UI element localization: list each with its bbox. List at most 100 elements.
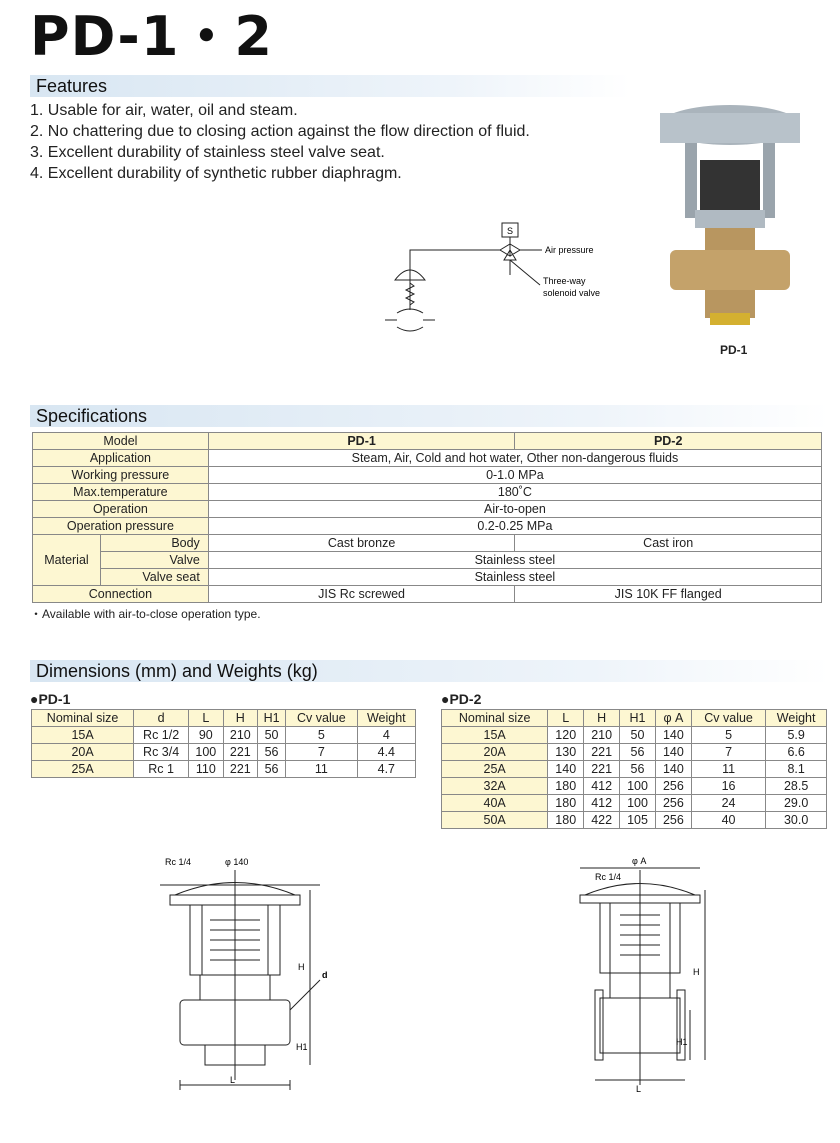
column-header: Cv value bbox=[690, 709, 767, 727]
cell: Stainless steel bbox=[207, 551, 823, 569]
cell: 130 bbox=[547, 743, 585, 761]
column-header: L bbox=[188, 709, 224, 727]
cell: 0.2-0.25 MPa bbox=[207, 517, 823, 535]
cell: 29.0 bbox=[765, 794, 827, 812]
cell: Air-to-open bbox=[207, 500, 823, 518]
cell: 100 bbox=[619, 794, 656, 812]
cell: 50 bbox=[257, 726, 287, 744]
control-schematic: S Air pressure Three-way solenoid valve bbox=[385, 222, 600, 332]
feature-item: 2. No chattering due to closing action a… bbox=[30, 123, 530, 140]
cell: 412 bbox=[583, 794, 621, 812]
cell: 422 bbox=[583, 811, 621, 829]
solenoid-mark: S bbox=[507, 226, 513, 236]
row-label: Valve bbox=[99, 551, 209, 569]
column-header: Cv value bbox=[285, 709, 358, 727]
row-label: Max.temperature bbox=[32, 483, 209, 501]
cell: 56 bbox=[619, 760, 656, 778]
row-label: Body bbox=[99, 534, 209, 552]
cell: 15A bbox=[440, 726, 549, 744]
cell: 140 bbox=[654, 743, 692, 761]
cell: 7 bbox=[690, 743, 767, 761]
cell: 120 bbox=[547, 726, 585, 744]
cell: 16 bbox=[690, 777, 767, 795]
air-pressure-label: Air pressure bbox=[545, 245, 594, 255]
row-label: Connection bbox=[32, 585, 209, 603]
cell: 180 bbox=[547, 811, 585, 829]
cell: Steam, Air, Cold and hot water, Other no… bbox=[207, 449, 823, 467]
cell: 20A bbox=[440, 743, 549, 761]
pd1-rc-label: Rc 1/4 bbox=[165, 857, 191, 867]
column-header: H1 bbox=[257, 709, 287, 727]
cell: 180 bbox=[547, 794, 585, 812]
cell: 100 bbox=[188, 743, 224, 761]
cell: Stainless steel bbox=[207, 568, 823, 586]
pd1-h-label: H bbox=[298, 962, 305, 972]
solenoid-valve-label: solenoid valve bbox=[543, 288, 600, 298]
row-label: Application bbox=[32, 449, 209, 467]
pd2-dia-label: φ A bbox=[632, 856, 646, 866]
row-label-material: Material bbox=[32, 534, 101, 586]
features-heading: Features bbox=[30, 75, 630, 97]
pd1-label: ●PD-1 bbox=[30, 691, 71, 707]
cell: 40A bbox=[440, 794, 549, 812]
dimensions-heading: Dimensions (mm) and Weights (kg) bbox=[30, 660, 830, 682]
column-header: H bbox=[583, 709, 621, 727]
feature-item: 4. Excellent durability of synthetic rub… bbox=[30, 165, 402, 182]
column-header: d bbox=[133, 709, 190, 727]
valve-photo bbox=[660, 105, 800, 325]
cell: Rc 1/2 bbox=[133, 726, 190, 744]
cell: 7 bbox=[285, 743, 358, 761]
cell: 180 bbox=[547, 777, 585, 795]
cell: 20A bbox=[30, 743, 135, 761]
specifications-heading: Specifications bbox=[30, 405, 830, 427]
pd2-dimension-drawing: φ A Rc 1/4 H H1 L bbox=[579, 856, 706, 1094]
cell: 5 bbox=[690, 726, 767, 744]
pd1-dia-label: φ 140 bbox=[225, 857, 248, 867]
cell: 15A bbox=[30, 726, 135, 744]
cell: 56 bbox=[257, 760, 287, 778]
cell: 100 bbox=[619, 777, 656, 795]
row-label: Working pressure bbox=[32, 466, 209, 484]
cell: JIS 10K FF flanged bbox=[514, 585, 822, 603]
feature-item: 1. Usable for air, water, oil and steam. bbox=[30, 102, 298, 119]
pd2-l-label: L bbox=[636, 1084, 641, 1094]
column-header: Nominal size bbox=[30, 709, 135, 727]
cell: 56 bbox=[619, 743, 656, 761]
cell: 24 bbox=[690, 794, 767, 812]
cell: 5.9 bbox=[765, 726, 827, 744]
cell: 210 bbox=[583, 726, 621, 744]
cell: 210 bbox=[222, 726, 259, 744]
three-way-label: Three-way bbox=[543, 276, 586, 286]
cell: Rc 1 bbox=[133, 760, 190, 778]
column-header: L bbox=[547, 709, 585, 727]
header-pd1: PD-1 bbox=[207, 432, 516, 450]
cell: 25A bbox=[30, 760, 135, 778]
cell: 105 bbox=[619, 811, 656, 829]
row-label: Operation bbox=[32, 500, 209, 518]
header-model: Model bbox=[32, 432, 209, 450]
cell: 110 bbox=[188, 760, 224, 778]
cell: Cast iron bbox=[514, 534, 822, 552]
cell: 0-1.0 MPa bbox=[207, 466, 823, 484]
column-header: Weight bbox=[765, 709, 827, 727]
column-header: H bbox=[222, 709, 259, 727]
pd1-d-label: d bbox=[322, 970, 328, 980]
feature-item: 3. Excellent durability of stainless ste… bbox=[30, 144, 385, 161]
cell: 50A bbox=[440, 811, 549, 829]
pd1-l-label: L bbox=[230, 1075, 235, 1085]
cell: 8.1 bbox=[765, 760, 827, 778]
cell: 221 bbox=[583, 760, 621, 778]
cell: 256 bbox=[654, 777, 692, 795]
cell: 40 bbox=[690, 811, 767, 829]
cell: 90 bbox=[188, 726, 224, 744]
cell: 6.6 bbox=[765, 743, 827, 761]
